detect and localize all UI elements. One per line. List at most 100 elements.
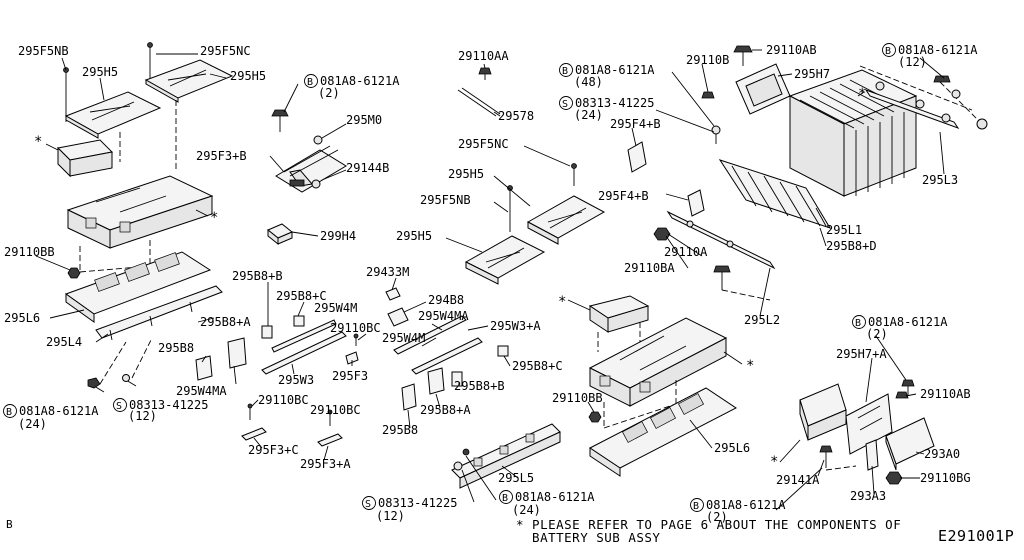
center-trays	[451, 67, 606, 489]
circled-s-icon: S	[559, 96, 573, 110]
svg-text:B: B	[307, 77, 313, 88]
svg-text:B: B	[855, 318, 861, 329]
svg-text:S: S	[562, 99, 568, 110]
label-29144B: 29144B	[346, 161, 389, 175]
label-295B8-C-mid: 295B8+C	[276, 289, 327, 303]
label-29110AB-right: 29110AB	[920, 387, 971, 401]
label-295L5: 295L5	[498, 471, 534, 485]
label-295H7-A: 295H7+A	[836, 347, 887, 361]
label-081A8-6121A-a: 081A8-6121A	[320, 74, 400, 88]
label-295B8-A-center: 295B8+A	[420, 403, 471, 417]
label-081A8-6121A-g: 081A8-6121A	[706, 498, 786, 512]
circled-b-icon: B	[559, 63, 573, 77]
label-29110BC-c: 29110BC	[310, 403, 361, 417]
label-295F4-B-a: 295F4+B	[610, 117, 661, 131]
label-081A8-6121A-b: 081A8-6121A	[19, 404, 99, 418]
label-29110BB-center: 29110BB	[552, 391, 603, 405]
label-295F3-B: 295F3+B	[196, 149, 247, 163]
circled-s-icon: S	[113, 398, 127, 412]
label-295H5-left: 295H5	[82, 65, 118, 79]
asterisk-marker: *	[34, 134, 42, 150]
label-qty-12-a: (12)	[128, 409, 157, 423]
label-qty-2-f: (2)	[866, 327, 888, 341]
asterisk-marker: *	[858, 86, 866, 102]
label-qty-2-g: (2)	[706, 510, 728, 524]
label-295F5NC-top: 295F5NC	[200, 44, 251, 58]
label-qty-24-c: (24)	[512, 503, 541, 517]
label-293A3: 293A3	[850, 489, 886, 503]
svg-text:B: B	[6, 407, 12, 418]
label-295H5-top: 295H5	[230, 69, 266, 83]
svg-text:S: S	[116, 401, 122, 412]
label-qty-12-b: (12)	[376, 509, 405, 523]
label-29578: 29578	[498, 109, 534, 123]
label-295F3: 295F3	[332, 369, 368, 383]
label-295H7: 295H7	[794, 67, 830, 81]
label-295F5NB-center: 295F5NB	[420, 193, 471, 207]
label-295W3: 295W3	[278, 373, 314, 387]
label-295B8-C-center: 295B8+C	[512, 359, 563, 373]
label-29433M: 29433M	[366, 265, 409, 279]
center-right-modules	[588, 295, 737, 477]
page-mark: B	[6, 518, 13, 531]
label-295L2: 295L2	[744, 313, 780, 327]
label-qty-12-e: (12)	[898, 55, 927, 69]
asterisk-marker: *	[558, 294, 566, 310]
label-qty-24-d: (24)	[574, 108, 603, 122]
label-29110BB-left: 29110BB	[4, 245, 55, 259]
label-29110B: 29110B	[686, 53, 729, 67]
label-29110BC-a: 29110BC	[330, 321, 381, 335]
circled-b-icon: B	[304, 74, 318, 88]
svg-text:B: B	[885, 46, 891, 57]
circled-b-icon: B	[3, 404, 17, 418]
label-29110AB-top: 29110AB	[766, 43, 817, 57]
center-upper-parts	[267, 109, 347, 246]
label-29110BC-b: 29110BC	[258, 393, 309, 407]
label-295B8-A-mid: 295B8+A	[200, 315, 251, 329]
label-qty-48: (48)	[574, 75, 603, 89]
svg-text:S: S	[365, 499, 371, 510]
label-295L6-right: 295L6	[714, 441, 750, 455]
asterisk-marker: *	[746, 358, 754, 374]
diagram-id: E291001P	[938, 527, 1015, 545]
label-29141A: 29141A	[776, 473, 820, 487]
right-lower-parts	[799, 379, 935, 485]
footnote: * PLEASE REFER TO PAGE 6 ABOUT THE COMPO…	[516, 518, 901, 544]
label-295W4MA-mid: 295W4MA	[418, 309, 469, 323]
label-295B8-D: 295B8+D	[826, 239, 877, 253]
right-battery-stack	[627, 45, 988, 301]
label-299H4: 299H4	[320, 229, 356, 243]
circled-s-icon: S	[362, 496, 376, 510]
label-08313-41225-a: 08313-41225	[129, 398, 208, 412]
circled-b-icon: B	[690, 498, 704, 512]
middle-bus-bars	[195, 287, 509, 447]
label-295B8-B-center: 295B8+B	[454, 379, 505, 393]
label-295L4: 295L4	[46, 335, 82, 349]
label-qty-2-a: (2)	[318, 86, 340, 100]
circled-b-icon: B	[882, 43, 896, 57]
footnote-line-2: BATTERY SUB ASSY	[516, 530, 661, 545]
label-295F4-B-b: 295F4+B	[598, 189, 649, 203]
label-295W4M-mid: 295W4M	[314, 301, 357, 315]
label-295B8-B-mid: 295B8+B	[232, 269, 283, 283]
label-081A8-6121A-c: 081A8-6121A	[515, 490, 595, 504]
leader-lines	[35, 49, 945, 511]
label-295F3-A: 295F3+A	[300, 457, 351, 471]
label-qty-24-b: (24)	[18, 417, 47, 431]
label-29110BA: 29110BA	[624, 261, 675, 275]
label-08313-41225-b: 08313-41225	[378, 496, 457, 510]
label-293A0: 293A0	[924, 447, 960, 461]
label-295W4MA-left: 295W4MA	[176, 384, 227, 398]
label-081A8-6121A-f: 081A8-6121A	[868, 315, 948, 329]
part-number-labels: 295F5NB 295H5 295F5NC 295H5 B 081A8-6121…	[3, 43, 978, 524]
footnote-line-1: * PLEASE REFER TO PAGE 6 ABOUT THE COMPO…	[516, 517, 902, 532]
left-upper-parts	[56, 42, 234, 393]
circled-b-icon: B	[852, 315, 866, 329]
label-295B8-mid: 295B8	[158, 341, 194, 355]
label-295F5NB-top: 295F5NB	[18, 44, 69, 58]
label-295L3: 295L3	[922, 173, 958, 187]
label-295B8-center: 295B8	[382, 423, 418, 437]
label-295L1: 295L1	[826, 223, 862, 237]
asterisk-marker: *	[210, 210, 218, 226]
